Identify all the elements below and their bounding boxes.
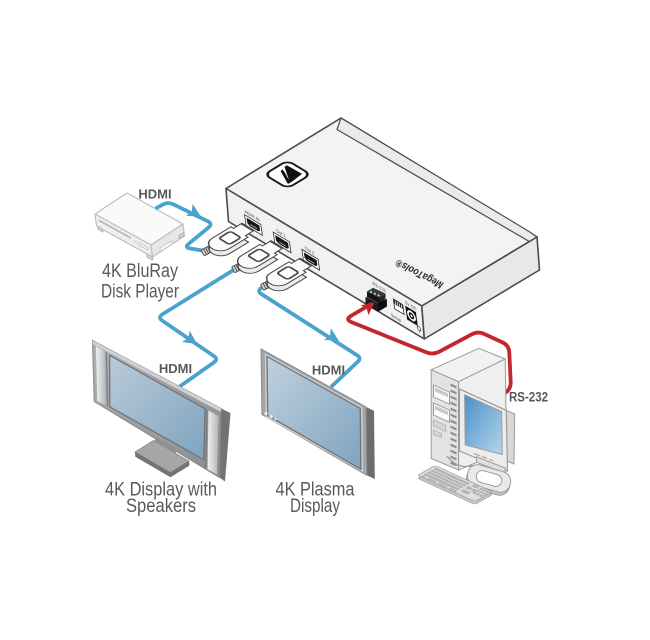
svg-text:4K BluRay: 4K BluRay (102, 261, 178, 282)
svg-text:4K Display with: 4K Display with (105, 480, 217, 501)
svg-text:Display: Display (290, 496, 340, 517)
svg-text:HDMI: HDMI (159, 361, 192, 376)
svg-text:4K Plasma: 4K Plasma (276, 480, 355, 501)
svg-text:HDMI: HDMI (312, 363, 345, 378)
svg-text:RS-232: RS-232 (509, 390, 548, 405)
svg-text:HDMI: HDMI (138, 187, 171, 202)
svg-text:Speakers: Speakers (126, 496, 196, 517)
svg-text:Out 2: Out 2 (304, 245, 315, 256)
svg-text:Disk Player: Disk Player (101, 282, 180, 303)
svg-text:Setup: Setup (390, 312, 401, 323)
svg-text:Out 1: Out 1 (276, 228, 287, 239)
